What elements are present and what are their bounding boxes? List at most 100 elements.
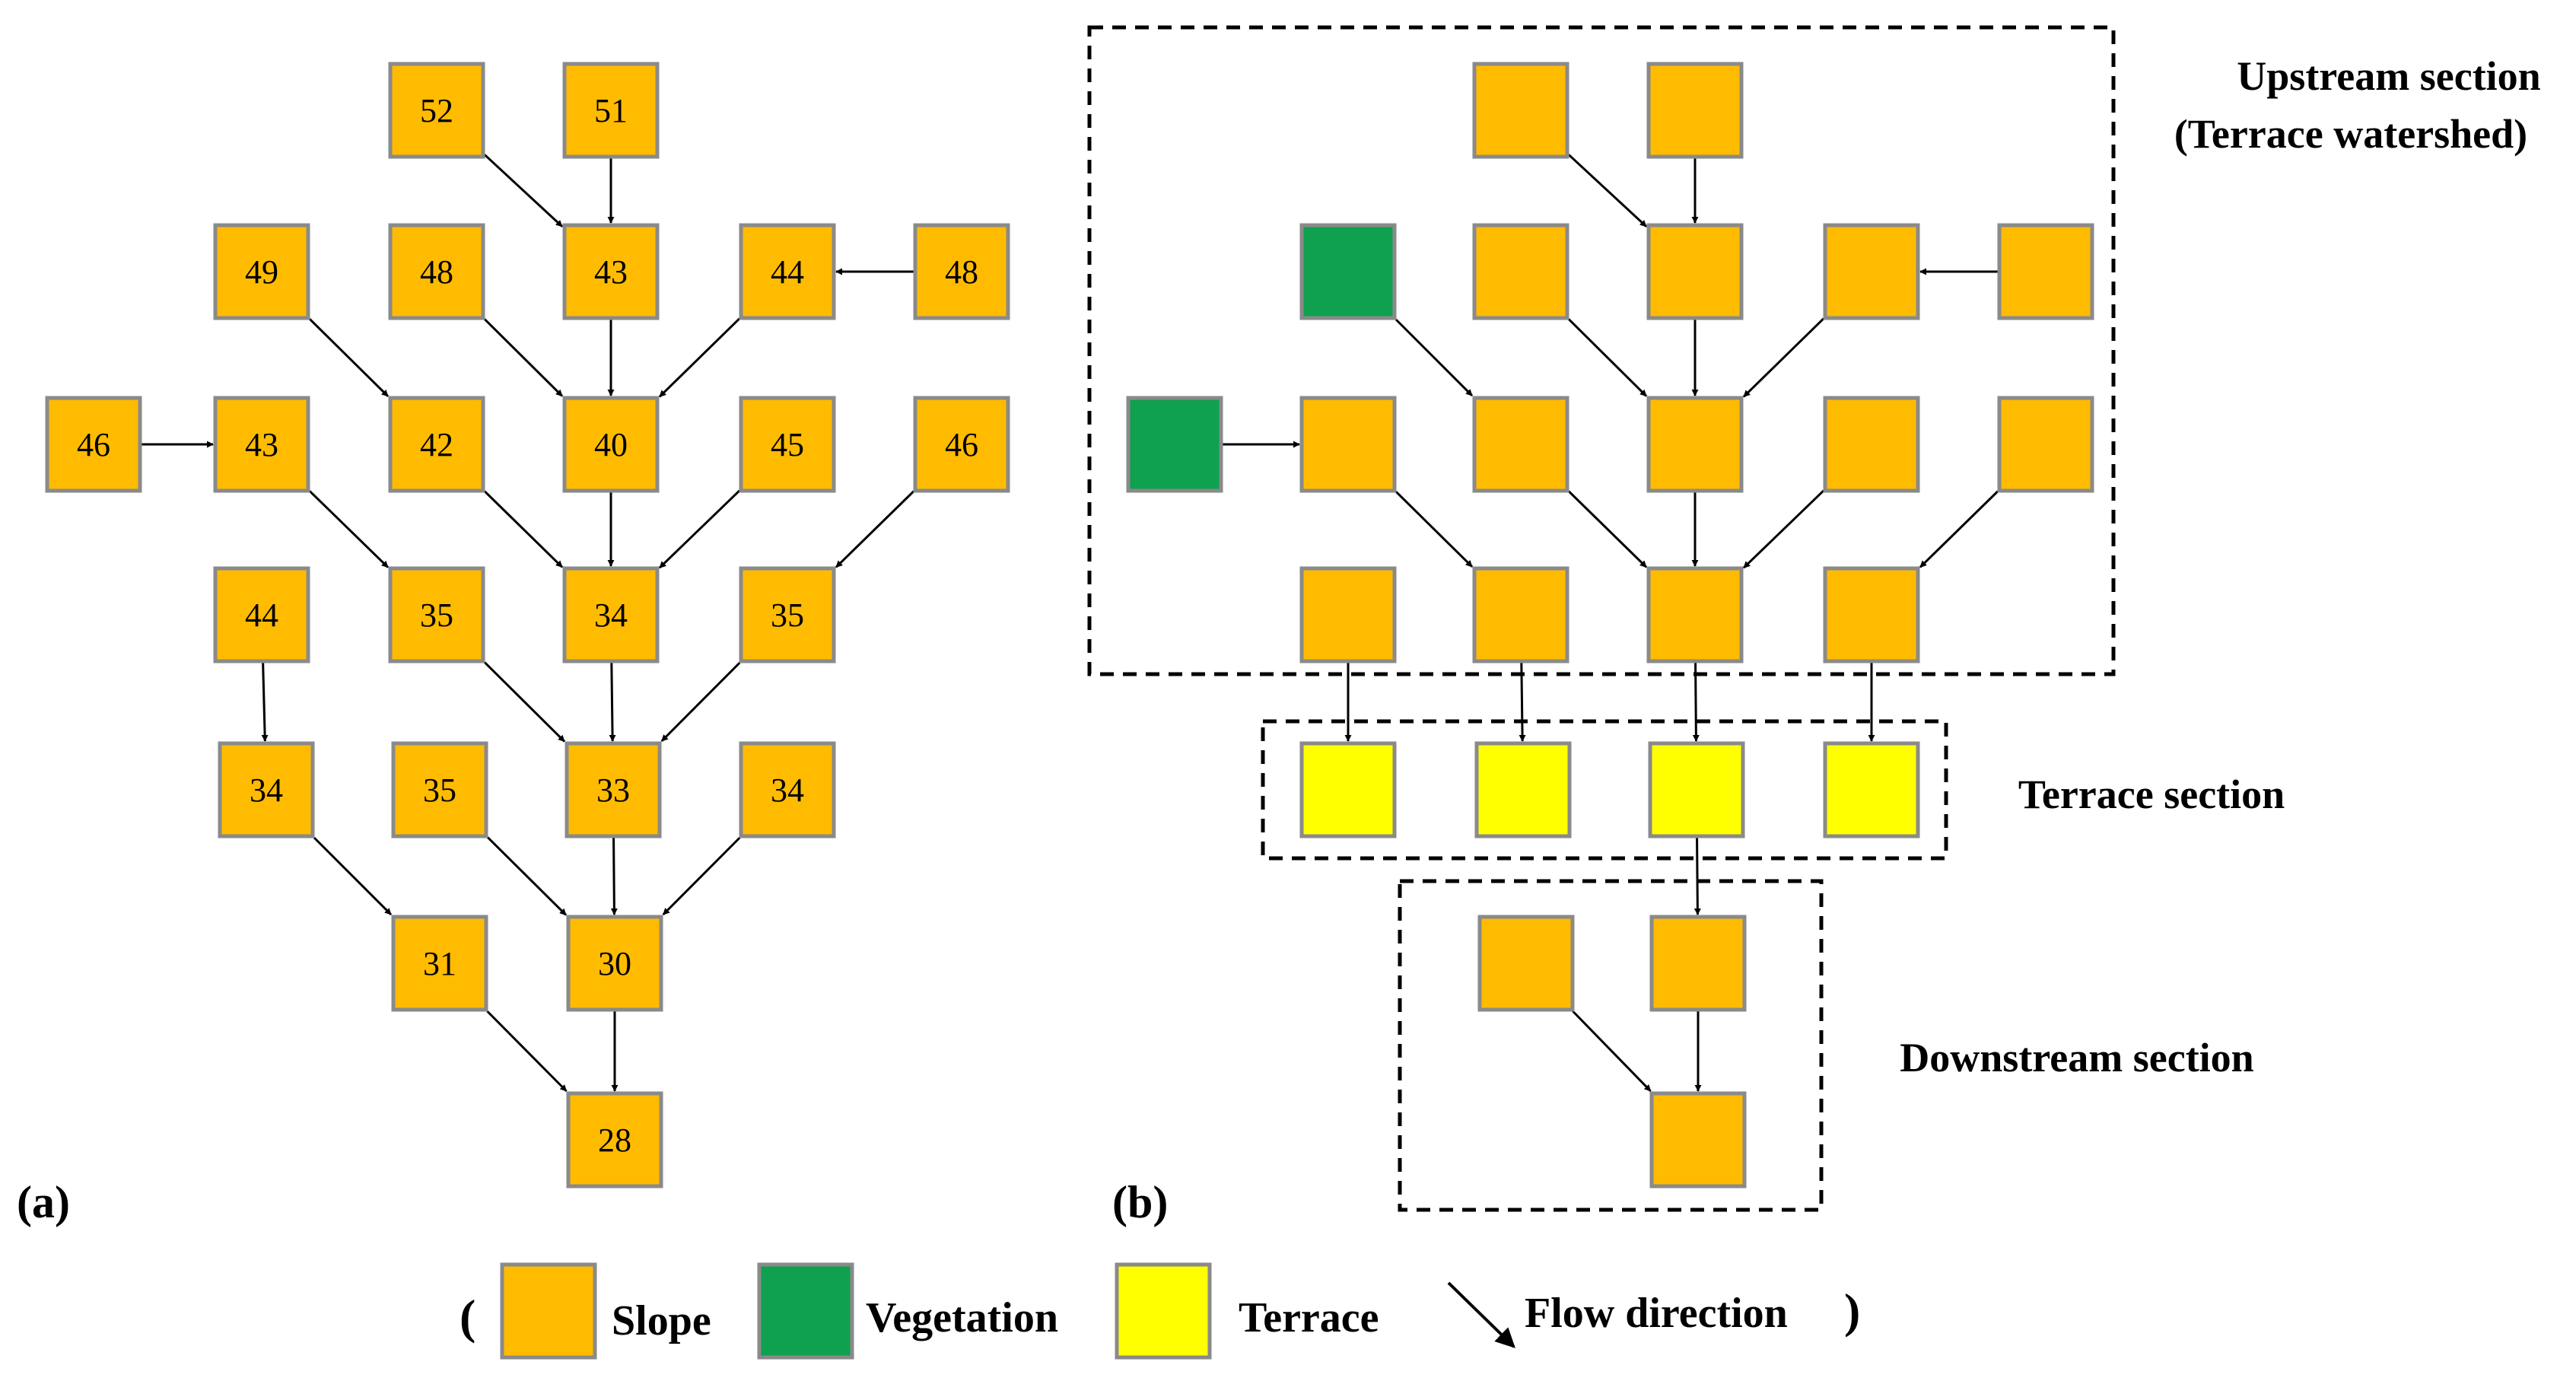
elevation-cell-box xyxy=(391,915,488,1012)
flow-arrow xyxy=(483,490,564,568)
slope-cell-box xyxy=(1997,396,2094,493)
terrace-cell-box xyxy=(1299,741,1397,838)
flow-arrow xyxy=(1742,489,1825,569)
elevation-cell: 35 xyxy=(739,566,836,663)
legend-slope-label: Slope xyxy=(612,1297,711,1344)
elevation-cell: 44 xyxy=(739,223,836,320)
legend-slope-swatch xyxy=(500,1262,597,1360)
flow-arrow xyxy=(1572,1010,1652,1093)
slope-cell xyxy=(1823,396,1920,493)
elevation-cell: 31 xyxy=(391,915,488,1012)
slope-cell xyxy=(1649,915,1747,1012)
elevation-cell-value: 35 xyxy=(423,772,456,809)
flow-arrow xyxy=(1395,318,1474,397)
slope-cell-box xyxy=(1472,566,1569,663)
elevation-cell-box xyxy=(566,1091,663,1188)
elevation-cell-box xyxy=(739,396,836,493)
flow-arrow xyxy=(483,154,564,228)
upstream-section-subtitle: (Terrace watershed) xyxy=(2174,111,2527,157)
elevation-cell-value: 45 xyxy=(771,426,804,463)
vegetation-cell xyxy=(1299,223,1397,320)
flow-arrow xyxy=(1567,490,1648,568)
flow-arrow xyxy=(658,317,741,398)
flow-arrow xyxy=(660,661,741,743)
elevation-cell-value: 46 xyxy=(77,426,110,463)
flow-arrow xyxy=(313,836,393,916)
elevation-cell: 46 xyxy=(45,396,142,493)
elevation-cell-box xyxy=(564,741,662,838)
legend-flow-label: Flow direction xyxy=(1525,1290,1788,1337)
vegetation-cell-box xyxy=(1126,396,1223,493)
panel-b-flow-arrows xyxy=(1223,154,1999,1093)
slope-cell xyxy=(1477,915,1575,1012)
elevation-cell-value: 35 xyxy=(420,597,453,634)
flow-arrow xyxy=(483,661,566,743)
flow-arrow xyxy=(1567,318,1648,397)
elevation-cell-box xyxy=(388,223,485,320)
flow-arrow xyxy=(662,836,741,916)
elevation-cell-box xyxy=(739,223,836,320)
flow-arrow xyxy=(1395,491,1474,568)
downstream-section-box xyxy=(1398,879,1824,1212)
slope-cell xyxy=(1646,566,1744,663)
elevation-cell-box xyxy=(213,396,310,493)
slope-cell xyxy=(1997,396,2094,493)
elevation-cell-value: 31 xyxy=(423,945,456,982)
elevation-cell-box xyxy=(213,566,310,663)
elevation-cell-value: 43 xyxy=(245,426,278,463)
flow-arrow xyxy=(486,1010,568,1093)
legend-vegetation-swatch xyxy=(757,1262,854,1360)
flow-arrow xyxy=(486,836,568,916)
slope-cell-box xyxy=(1823,223,1920,320)
legend: ( Slope Vegetation Terrace Flow directio… xyxy=(460,1262,1860,1360)
downstream-section-title: Downstream section xyxy=(1900,1035,2253,1080)
elevation-cell-value: 43 xyxy=(594,253,628,291)
flow-arrow xyxy=(261,662,269,742)
elevation-cell: 48 xyxy=(913,223,1010,320)
elevation-cell-value: 51 xyxy=(594,92,628,129)
slope-cell-box xyxy=(1477,915,1575,1012)
elevation-cell-value: 40 xyxy=(594,426,628,463)
terrace-cell-box xyxy=(1648,741,1745,838)
elevation-cell-value: 44 xyxy=(245,597,278,634)
elevation-cell: 44 xyxy=(213,566,310,663)
elevation-cell-value: 34 xyxy=(250,772,283,809)
elevation-cell-box xyxy=(739,566,836,663)
legend-open-paren: ( xyxy=(460,1290,475,1344)
panel-b: Upstream section (Terrace watershed) Ter… xyxy=(1087,25,2541,1227)
elevation-cell-box xyxy=(388,62,485,159)
slope-cell-box xyxy=(1299,396,1397,493)
slope-cell xyxy=(1472,223,1569,320)
elevation-cell-box xyxy=(913,396,1010,493)
elevation-cell: 43 xyxy=(562,223,660,320)
slope-cell-box xyxy=(1649,915,1747,1012)
elevation-cell-box xyxy=(562,566,660,663)
elevation-cell-value: 48 xyxy=(420,253,453,291)
elevation-cell: 35 xyxy=(391,741,488,838)
elevation-cell-box xyxy=(562,62,660,159)
flow-arrow xyxy=(835,490,915,568)
elevation-cell: 43 xyxy=(213,396,310,493)
elevation-cell-value: 34 xyxy=(771,772,804,809)
elevation-cell: 46 xyxy=(913,396,1010,493)
elevation-cell-value: 30 xyxy=(598,945,631,982)
elevation-cell: 45 xyxy=(739,396,836,493)
slope-cell xyxy=(1646,223,1744,320)
flow-arrow xyxy=(1692,662,1700,742)
elevation-cell-value: 48 xyxy=(945,253,978,291)
vegetation-cell xyxy=(1126,396,1223,493)
terrace-cell xyxy=(1299,741,1397,838)
elevation-cell-box xyxy=(562,396,660,493)
legend-terrace-label: Terrace xyxy=(1239,1294,1379,1341)
slope-cell-box xyxy=(1823,566,1920,663)
flow-arrow xyxy=(610,837,618,915)
elevation-cell: 33 xyxy=(564,741,662,838)
terrace-cell xyxy=(1823,741,1920,838)
legend-terrace-swatch xyxy=(1115,1262,1212,1360)
panel-a-flow-arrows xyxy=(142,154,915,1093)
elevation-cell-value: 35 xyxy=(771,597,804,634)
terrace-cell-box xyxy=(1474,741,1572,838)
flow-arrow xyxy=(1567,154,1648,228)
elevation-cell: 40 xyxy=(562,396,660,493)
